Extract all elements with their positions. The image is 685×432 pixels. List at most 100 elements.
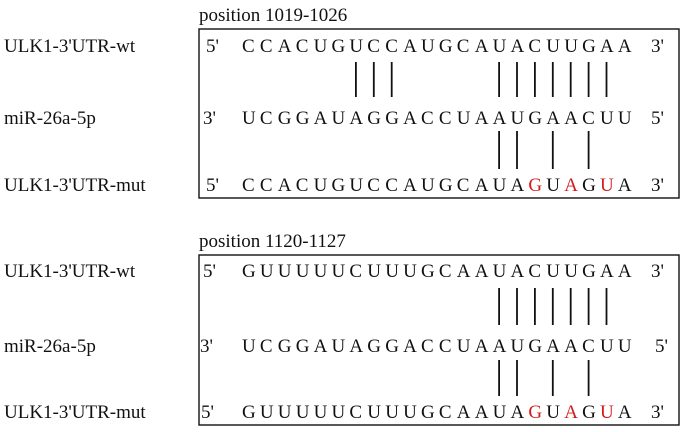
mutated-nucleotide-21: U (600, 175, 614, 196)
panel-2-wt-label: ULK1-3'UTR-wt (4, 261, 136, 282)
nucleotide-15: U (493, 36, 507, 57)
nucleotide-4: U (296, 261, 310, 282)
nucleotide-11: G (421, 402, 435, 423)
nucleotide-5: U (314, 36, 328, 57)
panel-1-mirna-right-end: 5' (651, 108, 664, 129)
nucleotide-14: A (475, 402, 489, 423)
nucleotide-10: A (403, 108, 417, 129)
nucleotide-18: U (546, 402, 560, 423)
nucleotide-13: C (457, 175, 470, 196)
panel-2-position-label: position 1120-1127 (199, 231, 346, 252)
nucleotide-2: C (260, 108, 273, 129)
nucleotide-3: A (278, 175, 292, 196)
nucleotide-11: U (421, 175, 435, 196)
nucleotide-6: G (332, 175, 346, 196)
nucleotide-5: U (314, 402, 328, 423)
nucleotide-8: G (367, 336, 381, 357)
panel-2-mirna-right-end: 5' (655, 336, 668, 357)
nucleotide-1: U (242, 336, 256, 357)
nucleotide-15: U (493, 261, 507, 282)
nucleotide-10: A (403, 336, 417, 357)
nucleotide-7: A (349, 108, 363, 129)
binding-panel-1: position 1019-1026 ULK1-3'UTR-wt miR-26a… (4, 5, 680, 199)
panel-1-mirna-label: miR-26a-5p (4, 108, 96, 129)
panel-2-wt-right-end: 3' (651, 261, 664, 282)
binding-panel-2: position 1120-1127 ULK1-3'UTR-wt miR-26a… (4, 231, 680, 426)
nucleotide-10: A (403, 36, 417, 57)
panel-1-mut-right-end: 3' (651, 175, 664, 196)
nucleotide-1: U (242, 108, 256, 129)
nucleotide-3: G (278, 108, 292, 129)
nucleotide-4: U (296, 402, 310, 423)
nucleotide-2: C (260, 336, 273, 357)
nucleotide-2: C (260, 175, 273, 196)
nucleotide-10: U (403, 261, 417, 282)
nucleotide-9: C (385, 175, 398, 196)
panel-1-wt-right-end: 3' (651, 36, 664, 57)
nucleotide-2: C (260, 36, 273, 57)
panel-1-mirna-left-end: 3' (203, 108, 216, 129)
nucleotide-18: U (546, 36, 560, 57)
nucleotide-1: G (242, 402, 256, 423)
nucleotide-16: A (511, 36, 525, 57)
nucleotide-20: C (582, 108, 595, 129)
nucleotide-20: G (582, 175, 596, 196)
nucleotide-16: U (511, 336, 525, 357)
nucleotide-9: G (385, 336, 399, 357)
nucleotide-5: A (314, 336, 328, 357)
nucleotide-13: U (457, 108, 471, 129)
panel-1-mut-left-end: 5' (206, 175, 219, 196)
nucleotide-14: A (475, 108, 489, 129)
mutated-nucleotide-17: G (528, 175, 542, 196)
panel-2-wt-left-end: 5' (203, 261, 216, 282)
nucleotide-21: U (600, 108, 614, 129)
nucleotide-11: C (421, 336, 434, 357)
nucleotide-8: C (367, 175, 380, 196)
nucleotide-15: A (493, 108, 507, 129)
panel-2-mut-left-end: 5' (201, 402, 214, 423)
nucleotide-6: U (332, 261, 346, 282)
nucleotide-22: U (618, 108, 632, 129)
nucleotide-19: A (564, 108, 578, 129)
nucleotide-5: U (314, 261, 328, 282)
nucleotide-10: U (403, 402, 417, 423)
nucleotide-13: A (457, 261, 471, 282)
panel-1-top-pairing-bars (354, 62, 608, 97)
nucleotide-14: A (475, 36, 489, 57)
nucleotide-12: C (439, 261, 452, 282)
nucleotide-14: A (475, 175, 489, 196)
nucleotide-8: G (367, 108, 381, 129)
nucleotide-10: A (403, 175, 417, 196)
nucleotide-21: U (600, 336, 614, 357)
nucleotide-12: C (439, 402, 452, 423)
nucleotide-6: U (332, 402, 346, 423)
nucleotide-9: G (385, 108, 399, 129)
nucleotide-9: U (385, 261, 399, 282)
nucleotide-19: A (564, 336, 578, 357)
nucleotide-9: C (385, 36, 398, 57)
nucleotide-21: A (600, 36, 614, 57)
nucleotide-1: C (242, 175, 255, 196)
mutated-nucleotide-19: A (564, 175, 578, 196)
panel-1-wt-label: ULK1-3'UTR-wt (4, 36, 136, 57)
nucleotide-20: G (582, 402, 596, 423)
nucleotide-16: U (511, 108, 525, 129)
nucleotide-12: C (439, 336, 452, 357)
nucleotide-2: U (260, 261, 274, 282)
nucleotide-7: A (349, 336, 363, 357)
nucleotide-16: A (511, 175, 525, 196)
nucleotide-19: U (564, 261, 578, 282)
panel-1-bottom-pairing-bars (498, 131, 590, 169)
nucleotide-22: A (618, 261, 632, 282)
panel-2-bottom-pairing-bars (498, 360, 590, 396)
nucleotide-8: C (367, 36, 380, 57)
nucleotide-14: A (475, 261, 489, 282)
nucleotide-7: U (349, 175, 363, 196)
nucleotide-20: C (582, 336, 595, 357)
nucleotide-3: U (278, 402, 292, 423)
nucleotide-1: G (242, 261, 256, 282)
nucleotide-4: C (296, 175, 309, 196)
nucleotide-18: A (546, 108, 560, 129)
